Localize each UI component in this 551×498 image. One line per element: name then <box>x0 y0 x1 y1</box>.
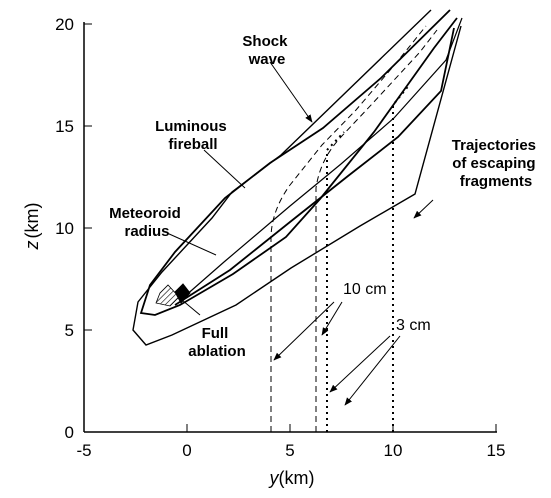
y-tick-label-10: 10 <box>55 219 74 238</box>
leader-trajectories <box>413 199 434 219</box>
meteoroid-path-line-1 <box>174 27 455 306</box>
leader-lines <box>166 61 434 406</box>
size-10cm-label: 10 cm <box>343 281 387 298</box>
luminous-fireball-label: Luminous fireball <box>155 118 231 153</box>
annotations: Shock wave Luminous fireball Meteoroid r… <box>109 33 540 360</box>
leader-10cm-left <box>273 301 335 361</box>
meteoroid-body <box>155 283 191 307</box>
leader-meteoroid-radius <box>166 232 217 256</box>
axes: 0 5 10 15 20 -5 0 5 10 15 y(km) z(km) <box>22 15 505 488</box>
x-tick-label-0: 0 <box>182 441 191 460</box>
x-tick-label-10: 10 <box>384 441 403 460</box>
trajectories-label: Trajectories of escaping fragments <box>452 137 540 190</box>
x-tick-label-m5: -5 <box>76 441 91 460</box>
leader-3cm-right <box>344 335 401 406</box>
leader-10cm-right <box>321 301 343 336</box>
y-tick-label-15: 15 <box>55 117 74 136</box>
y-tick-label-20: 20 <box>55 15 74 34</box>
leader-full-ablation <box>181 299 201 316</box>
fragment-trajectory-dotted-1 <box>326 131 345 432</box>
leader-3cm-left <box>329 335 391 393</box>
leader-luminous-fireball <box>203 149 246 189</box>
size-3cm-label: 3 cm <box>396 317 431 334</box>
x-tick-label-5: 5 <box>285 441 294 460</box>
envelopes <box>132 9 463 346</box>
full-ablation-label: Full ablation <box>188 325 246 360</box>
y-tick-label-0: 0 <box>65 423 74 442</box>
meteoroid-path-line-2 <box>183 17 463 298</box>
fragment-trajectories <box>270 25 438 432</box>
fragment-trajectory-dotted-2 <box>392 83 411 432</box>
fragment-trajectory-dashed-2 <box>315 29 438 432</box>
shock-wave-label: Shock wave <box>242 33 291 68</box>
x-axis-label: y(km) <box>268 468 315 488</box>
shock-wave-envelope <box>132 9 462 346</box>
fragment-trajectory-dashed-1 <box>270 25 427 432</box>
ablation-hatched-region <box>155 284 180 307</box>
y-tick-label-5: 5 <box>65 321 74 340</box>
leader-shock-wave <box>269 61 313 123</box>
meteoroid-solid-core <box>174 283 191 304</box>
luminous-fireball-envelope <box>139 9 458 316</box>
x-tick-label-15: 15 <box>487 441 506 460</box>
meteoroid-radius-label: Meteoroid radius <box>109 205 185 240</box>
y-axis-label: z(km) <box>22 203 42 251</box>
